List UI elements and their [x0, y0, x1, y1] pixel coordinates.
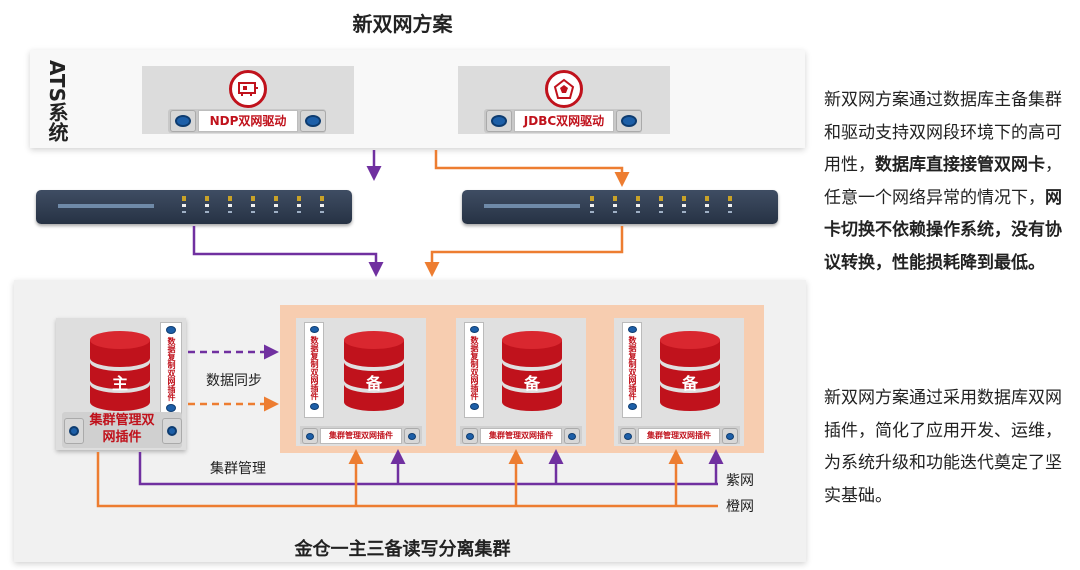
master-db-label: 主	[111, 374, 128, 393]
standby-database-icon-3	[660, 331, 720, 411]
port-icon	[166, 404, 176, 412]
replication-plugin-strip: 数据复制双网插件	[304, 322, 324, 418]
data-sync-label: 数据同步	[206, 373, 262, 389]
standby-database-icon-2	[502, 331, 562, 411]
standby-db-label: 备	[681, 374, 698, 393]
jdbc-driver-label: JDBC双网驱动	[514, 110, 614, 132]
description-highlight: 数据库直接接管双网卡	[875, 155, 1045, 175]
description-highlight: 网卡切换不依赖操作系统，没有协议转换，性能损耗降到最低。	[824, 187, 1062, 273]
port-icon	[309, 326, 319, 333]
network-card-icon	[229, 70, 267, 108]
description-paragraph-2: 新双网方案通过采用数据库双网插件，简化了应用开发、运维，为系统升级和功能迭代奠定…	[824, 382, 1074, 512]
ndp-driver-label: NDP双网驱动	[198, 110, 298, 132]
standby-plugin-label: 集群管理双网插件	[480, 428, 562, 444]
ats-label: ATS系统	[45, 60, 69, 142]
port-icon	[616, 110, 642, 132]
port-icon	[627, 403, 637, 410]
description-paragraph-1: 新双网方案通过数据库主备集群和驱动支持双网段环境下的高可用性，数据库直接接管双网…	[824, 84, 1074, 279]
cluster-caption: 金仓一主三备读写分离集群	[294, 539, 511, 560]
standby-plugin-label: 集群管理双网插件	[638, 428, 720, 444]
master-replication-plugin-label: 数据复制双网插件	[167, 337, 176, 401]
port-icon	[162, 418, 182, 444]
purple-network-label: 紫网	[726, 473, 754, 489]
replication-plugin-strip: 数据复制双网插件	[622, 322, 642, 418]
standby-database-icon-1	[344, 331, 404, 411]
network-switch-right	[462, 190, 778, 224]
master-replication-plugin: 数据复制双网插件	[160, 322, 182, 428]
replication-plugin-label: 数据复制双网插件	[310, 336, 319, 400]
cluster-management-label: 集群管理	[210, 461, 266, 477]
pentagon-shield-icon	[545, 70, 583, 108]
port-icon	[620, 428, 636, 444]
port-icon	[300, 110, 326, 132]
description-text: 新双网方案通过数据库主备集群和驱动支持双网段环境下的高可用性，	[824, 90, 1062, 175]
master-plugin-label: 集群管理双网插件	[89, 413, 155, 445]
replication-plugin-label: 数据复制双网插件	[470, 336, 479, 400]
port-icon	[462, 428, 478, 444]
port-icon	[64, 418, 84, 444]
port-icon	[170, 110, 196, 132]
standby-db-label: 备	[365, 374, 382, 393]
orange-network-label: 橙网	[726, 499, 754, 515]
description-text: 新双网方案通过采用数据库双网插件，简化了应用开发、运维，为系统升级和功能迭代奠定…	[824, 388, 1062, 506]
network-switch-left	[36, 190, 352, 224]
port-icon	[469, 403, 479, 410]
port-icon	[564, 428, 580, 444]
port-icon	[469, 326, 479, 333]
standby-db-label: 备	[523, 374, 540, 393]
port-icon	[309, 403, 319, 410]
port-icon	[302, 428, 318, 444]
port-icon	[722, 428, 738, 444]
page-title: 新双网方案	[352, 12, 453, 36]
replication-plugin-label: 数据复制双网插件	[628, 336, 637, 400]
port-icon	[627, 326, 637, 333]
description-text: ，任意一个网络异常的情况下，	[824, 155, 1062, 208]
port-icon	[166, 326, 176, 334]
master-database-icon	[90, 331, 150, 411]
replication-plugin-strip: 数据复制双网插件	[464, 322, 484, 418]
port-icon	[486, 110, 512, 132]
standby-plugin-label: 集群管理双网插件	[320, 428, 402, 444]
port-icon	[404, 428, 420, 444]
